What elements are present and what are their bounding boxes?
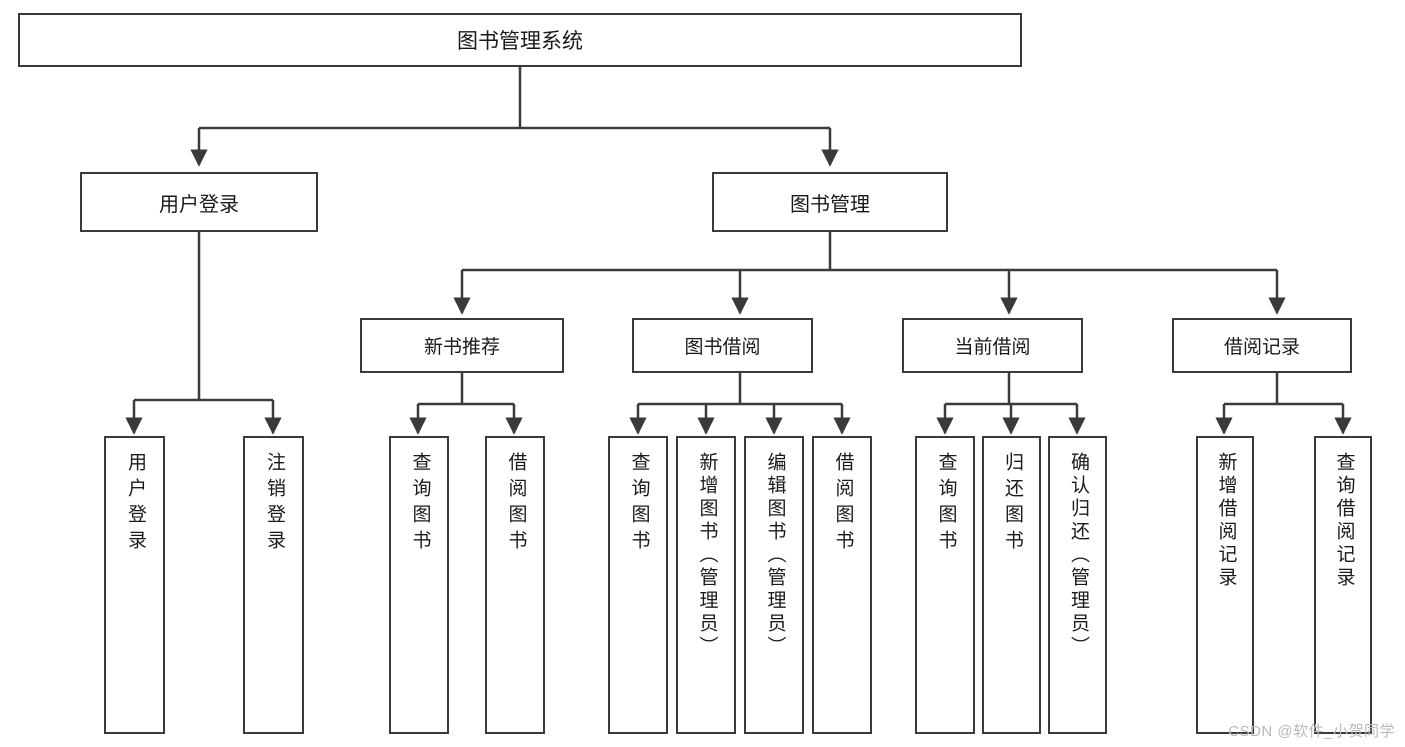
- node-label: 查询图书: [935, 452, 957, 556]
- node-label: 图书管理: [790, 193, 870, 216]
- node-label: 新增图书（管理员）: [696, 452, 718, 659]
- leaf-borrow-add-book-admin[interactable]: 新增图书（管理员）: [676, 436, 736, 734]
- node-label: 用户登录: [124, 452, 146, 556]
- node-label: 确认归还（管理员）: [1067, 452, 1089, 659]
- node-label: 注销登录: [263, 452, 285, 556]
- leaf-user-login[interactable]: 用户登录: [104, 436, 165, 734]
- node-label: 查询图书: [628, 452, 650, 556]
- leaf-current-confirm-return-admin[interactable]: 确认归还（管理员）: [1048, 436, 1107, 734]
- node-borrow-record[interactable]: 借阅记录: [1172, 318, 1352, 373]
- node-label: 查询图书: [409, 452, 431, 556]
- node-current-borrow[interactable]: 当前借阅: [902, 318, 1083, 373]
- leaf-recommend-borrow-book[interactable]: 借阅图书: [485, 436, 545, 734]
- node-label: 归还图书: [1001, 452, 1023, 556]
- node-label: 用户登录: [159, 193, 239, 216]
- node-label: 当前借阅: [954, 337, 1031, 358]
- leaf-borrow-borrow-book[interactable]: 借阅图书: [812, 436, 872, 734]
- node-label: 新书推荐: [423, 337, 500, 358]
- leaf-borrow-edit-book-admin[interactable]: 编辑图书（管理员）: [744, 436, 804, 734]
- node-label: 新增借阅记录: [1215, 452, 1237, 590]
- node-book-management[interactable]: 图书管理: [712, 172, 948, 232]
- leaf-current-query-book[interactable]: 查询图书: [915, 436, 975, 734]
- node-label: 借阅记录: [1223, 337, 1300, 358]
- csdn-watermark: CSDN @软件_小贺同学: [1228, 723, 1395, 740]
- leaf-borrow-query-book[interactable]: 查询图书: [608, 436, 668, 734]
- node-root-system[interactable]: 图书管理系统: [18, 13, 1022, 67]
- leaf-record-query-borrow-record[interactable]: 查询借阅记录: [1314, 436, 1372, 734]
- node-label: 编辑图书（管理员）: [764, 452, 786, 659]
- node-label: 借阅图书: [832, 452, 854, 556]
- leaf-record-add-borrow-record[interactable]: 新增借阅记录: [1196, 436, 1254, 734]
- node-label: 查询借阅记录: [1333, 452, 1355, 590]
- leaf-current-return-book[interactable]: 归还图书: [982, 436, 1041, 734]
- leaf-recommend-query-book[interactable]: 查询图书: [389, 436, 449, 734]
- node-label: 图书管理系统: [457, 30, 583, 53]
- leaf-user-logout[interactable]: 注销登录: [243, 436, 304, 734]
- node-new-book-recommend[interactable]: 新书推荐: [360, 318, 564, 373]
- node-label: 图书借阅: [684, 337, 761, 358]
- node-label: 借阅图书: [505, 452, 527, 556]
- node-user-login[interactable]: 用户登录: [80, 172, 318, 232]
- node-book-borrow[interactable]: 图书借阅: [632, 318, 813, 373]
